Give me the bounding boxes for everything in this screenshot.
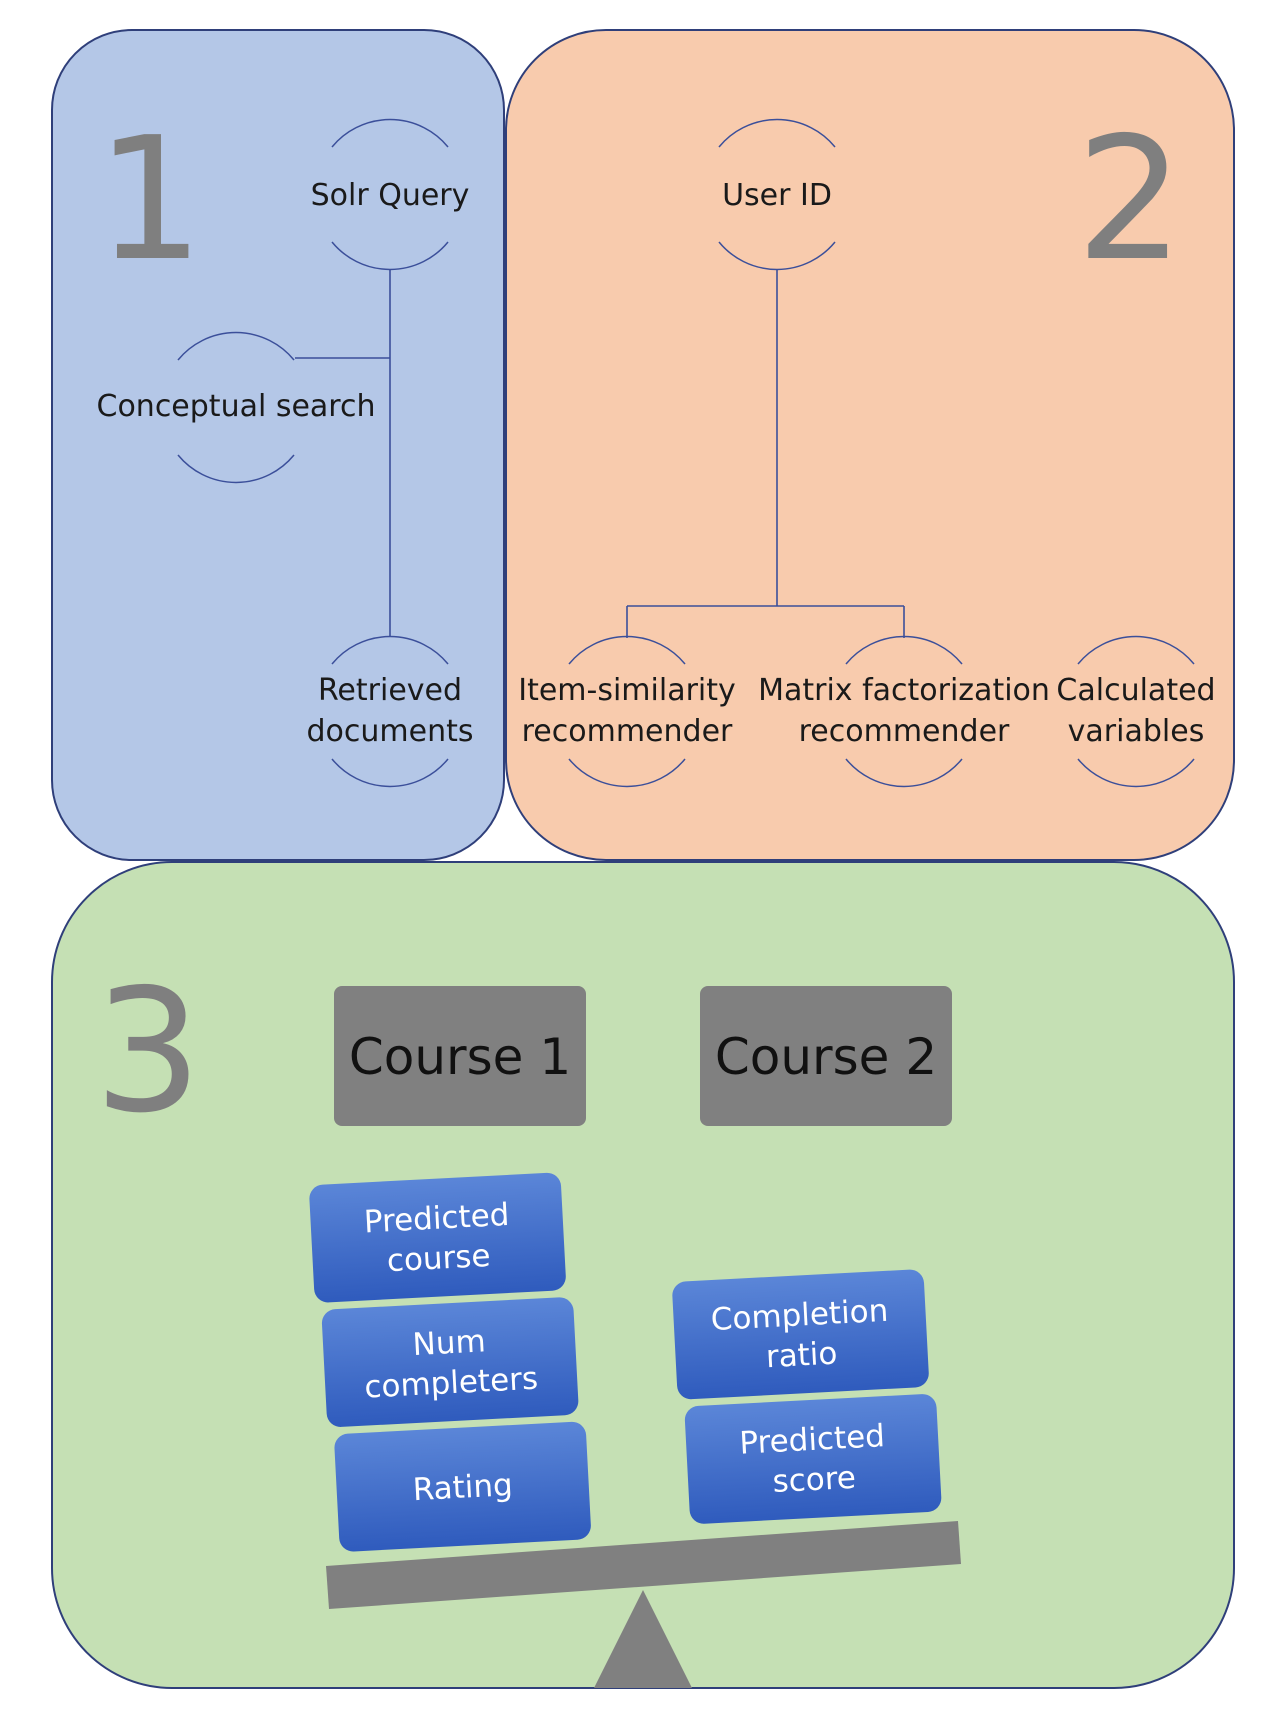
node-item-similarity-recommender: Item-similarity recommender xyxy=(518,635,736,788)
balance-fulcrum xyxy=(594,1590,692,1688)
feature-predicted-course-line2: course xyxy=(386,1238,491,1279)
panel-2-connectors xyxy=(626,270,905,638)
node-matrix-factorization-line1: Matrix factorization xyxy=(758,673,1050,708)
node-calculated-variables-line2: variables xyxy=(1068,714,1205,749)
node-calculated-variables: Calculated variables xyxy=(1056,635,1216,788)
node-user-id: User ID xyxy=(718,118,836,271)
node-retrieved-documents: Retrieved documents xyxy=(307,635,474,788)
balance-beam xyxy=(326,1521,961,1609)
node-matrix-factorization-line2: recommender xyxy=(799,714,1010,749)
panel-1-connectors xyxy=(295,270,391,636)
right-feature-stack: Completion ratio Predicted score xyxy=(672,1269,942,1524)
left-feature-stack: Predicted course Num completers Rating xyxy=(309,1172,591,1552)
panel-1-number: 1 xyxy=(96,101,204,299)
panel-1-background xyxy=(51,29,505,861)
node-solr-query-label: Solr Query xyxy=(311,178,470,213)
panel-3-number: 3 xyxy=(94,953,202,1151)
feature-num-completers: Num completers xyxy=(321,1297,579,1427)
node-calculated-variables-line1: Calculated xyxy=(1056,673,1215,708)
course-2-label: Course 2 xyxy=(715,1028,937,1086)
feature-predicted-score-line2: score xyxy=(772,1460,857,1500)
course-1-box: Course 1 xyxy=(334,986,586,1126)
course-2-box: Course 2 xyxy=(700,986,952,1126)
node-retrieved-documents-line2: documents xyxy=(307,714,474,749)
node-item-similarity-line2: recommender xyxy=(522,714,733,749)
panel-2-background xyxy=(505,29,1235,861)
panel-2-number: 2 xyxy=(1076,101,1184,299)
node-conceptual-search: Conceptual search xyxy=(97,331,376,484)
feature-num-completers-line1: Num xyxy=(412,1323,487,1363)
feature-completion-ratio: Completion ratio xyxy=(672,1269,929,1400)
feature-predicted-course-line1: Predicted xyxy=(363,1197,510,1241)
node-item-similarity-line1: Item-similarity xyxy=(518,673,736,708)
node-matrix-factorization-recommender: Matrix factorization recommender xyxy=(758,635,1050,788)
feature-rating: Rating xyxy=(334,1421,591,1552)
feature-completion-ratio-line2: ratio xyxy=(765,1336,838,1376)
feature-predicted-score: Predicted score xyxy=(684,1394,942,1524)
course-1-label: Course 1 xyxy=(349,1028,571,1086)
node-retrieved-documents-line1: Retrieved xyxy=(318,673,462,708)
node-user-id-label: User ID xyxy=(722,178,832,213)
feature-predicted-score-line1: Predicted xyxy=(738,1418,885,1462)
feature-rating-label: Rating xyxy=(412,1467,514,1508)
node-conceptual-search-label: Conceptual search xyxy=(97,389,376,424)
node-solr-query: Solr Query xyxy=(311,118,470,271)
feature-predicted-course: Predicted course xyxy=(309,1172,566,1303)
